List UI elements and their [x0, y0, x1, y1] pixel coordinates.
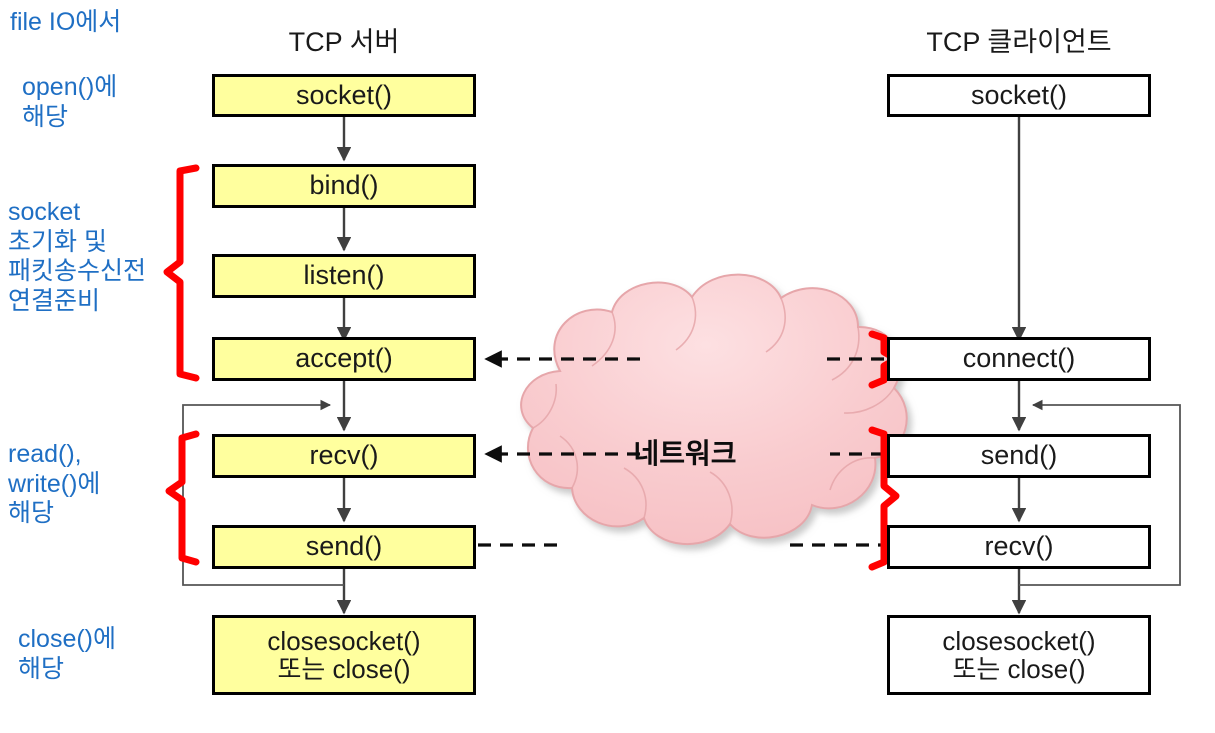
node-server-socket[interactable]: socket() [212, 74, 476, 117]
node-server-bind[interactable]: bind() [212, 164, 476, 208]
annotation-read-write: read(), write()에 해당 [8, 440, 101, 527]
node-server-listen[interactable]: listen() [212, 254, 476, 298]
column-title-server: TCP 서버 [288, 27, 400, 57]
client-loop-arrow [1019, 399, 1181, 586]
node-client-socket[interactable]: socket() [887, 74, 1151, 117]
annotation-close: close()에 해당 [18, 625, 117, 683]
server-loop-arrow [182, 399, 344, 586]
node-client-recv[interactable]: recv() [887, 525, 1151, 569]
network-cloud [520, 273, 908, 545]
brace-server-init [163, 164, 200, 382]
annotation-socket-init: socket 초기화 및 패킷송수신전 연결준비 [8, 198, 147, 315]
column-title-client: TCP 클라이언트 [926, 27, 1112, 57]
node-server-send[interactable]: send() [212, 525, 476, 569]
node-server-recv[interactable]: recv() [212, 434, 476, 478]
node-server-closesocket[interactable]: closesocket() 또는 close() [212, 615, 476, 695]
network-cloud-label: 네트워크 [633, 438, 737, 469]
brace-client-io [868, 426, 900, 571]
red-braces [163, 164, 900, 571]
node-client-closesocket[interactable]: closesocket() 또는 close() [887, 615, 1151, 695]
node-client-connect[interactable]: connect() [887, 337, 1151, 381]
node-server-accept[interactable]: accept() [212, 337, 476, 381]
brace-server-io [165, 430, 200, 566]
annotation-open: open()에 해당 [22, 73, 118, 131]
annotation-file-io: file IO에서 [10, 8, 122, 36]
node-client-send[interactable]: send() [887, 434, 1151, 478]
